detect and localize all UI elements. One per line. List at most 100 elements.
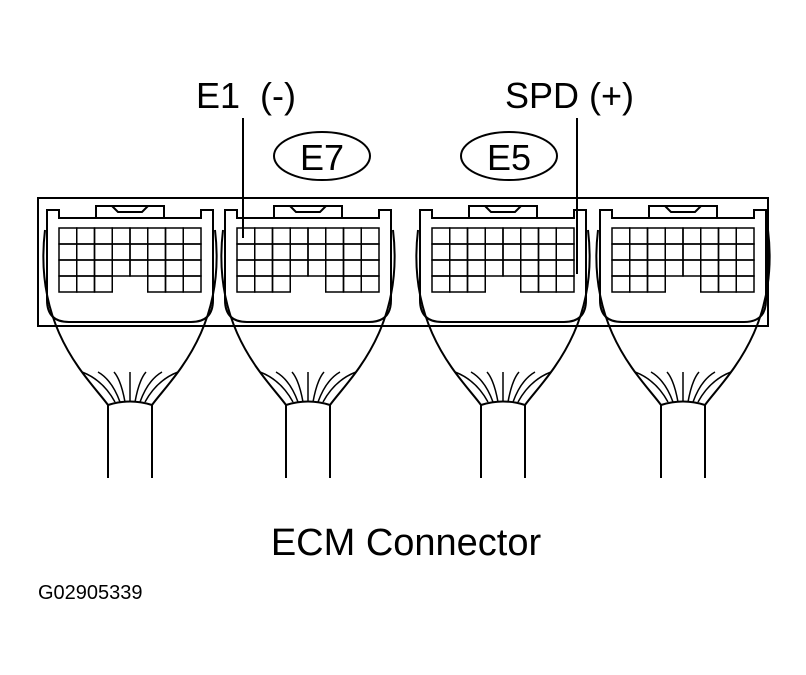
connector-e5-wire-strand bbox=[454, 371, 489, 403]
connector-1-pin bbox=[129, 243, 149, 261]
connector-1-cable bbox=[107, 400, 153, 478]
connector-e7-pin bbox=[307, 227, 327, 245]
connector-e5-pin bbox=[502, 243, 522, 261]
connector-e7-pin bbox=[289, 259, 309, 277]
connector-1-wire-strand bbox=[97, 371, 121, 403]
connector-e7-pin bbox=[360, 243, 380, 261]
connector-e5-wire-strand bbox=[486, 371, 499, 403]
connector-e5-wire-strand bbox=[517, 371, 552, 403]
connector-4-pin bbox=[646, 259, 666, 277]
connector-e7-pin bbox=[360, 259, 380, 277]
connector-4-pin bbox=[664, 227, 684, 245]
connector-e5-pin bbox=[555, 275, 575, 293]
connector-e5-pin bbox=[520, 243, 540, 261]
connector-4-pin bbox=[646, 227, 666, 245]
connector-4-pin bbox=[682, 227, 702, 245]
connector-e5-plug bbox=[419, 209, 587, 323]
connector-e7-wire-strand bbox=[312, 371, 325, 403]
connector-1-pin bbox=[147, 243, 167, 261]
connector-1-pin bbox=[164, 227, 184, 245]
connector-4-pin bbox=[700, 275, 720, 293]
e7-label: E7 bbox=[300, 137, 344, 178]
connector-4-pin bbox=[611, 243, 631, 261]
connector-4-pin bbox=[629, 243, 649, 261]
connector-e7-pin bbox=[236, 243, 256, 261]
connector-1-pin bbox=[58, 243, 78, 261]
connector-e7-pin bbox=[271, 259, 291, 277]
e7-oval bbox=[273, 131, 371, 181]
connector-e5-pin bbox=[431, 243, 451, 261]
connector-e5-pin bbox=[520, 227, 540, 245]
connector-e5-pin bbox=[537, 275, 557, 293]
connector-e5-pin bbox=[431, 275, 451, 293]
connector-e5-harness bbox=[415, 229, 591, 406]
connector-4-pin bbox=[700, 227, 720, 245]
connector-1-pin bbox=[93, 259, 113, 277]
connector-4-pin bbox=[646, 275, 666, 293]
connector-e7-pin bbox=[325, 227, 345, 245]
connector-1-wire-strand bbox=[144, 371, 179, 403]
connector-4-pin bbox=[682, 243, 702, 261]
connector-4-pin bbox=[735, 275, 755, 293]
connector-e5-wire-strand bbox=[512, 371, 536, 403]
connector-4-wire-strand bbox=[666, 371, 679, 403]
connector-e7-pin bbox=[236, 259, 256, 277]
connector-e5-pin bbox=[449, 259, 469, 277]
connector-4-pin bbox=[735, 243, 755, 261]
connector-4-pin bbox=[700, 259, 720, 277]
connector-e5-pin bbox=[466, 259, 486, 277]
connector-e7-pin bbox=[289, 243, 309, 261]
connector-1-pin bbox=[182, 227, 202, 245]
e5-label: E5 bbox=[487, 137, 531, 178]
connector-e7-pin bbox=[342, 227, 362, 245]
connector-e5-wire-strand bbox=[470, 371, 494, 403]
connector-e5-wire-strand bbox=[507, 371, 520, 403]
connector-e7-pin bbox=[236, 227, 256, 245]
connector-4-wire-strand bbox=[687, 371, 700, 403]
connector-1-pin bbox=[93, 227, 113, 245]
connector-e5-pin bbox=[466, 243, 486, 261]
connector-1-pin bbox=[93, 243, 113, 261]
connector-4-pin bbox=[735, 227, 755, 245]
connector-4-harness bbox=[595, 229, 771, 406]
connector-4-pin bbox=[664, 243, 684, 261]
figure-id: G02905339 bbox=[38, 582, 143, 604]
connector-1-harness bbox=[42, 229, 218, 406]
ecm-housing bbox=[37, 197, 769, 327]
connector-1-pin bbox=[58, 275, 78, 293]
connector-1-pin bbox=[111, 227, 131, 245]
connector-e7-harness bbox=[220, 229, 396, 406]
connector-e7-pin bbox=[289, 227, 309, 245]
connector-1-pin bbox=[76, 243, 96, 261]
connector-1-pin bbox=[58, 227, 78, 245]
connector-4-pin bbox=[611, 227, 631, 245]
connector-e7-wire-strand bbox=[275, 371, 299, 403]
connector-e7-wire-strand bbox=[291, 371, 304, 403]
connector-e5-pin bbox=[466, 227, 486, 245]
connector-e7-plug bbox=[224, 209, 392, 323]
connector-e7-pin bbox=[271, 243, 291, 261]
connector-e5-pin bbox=[466, 275, 486, 293]
connector-4-pin bbox=[717, 227, 737, 245]
connector-e7-pin bbox=[307, 259, 327, 277]
connector-4-wire-strand bbox=[697, 371, 732, 403]
connector-e7-pin bbox=[360, 275, 380, 293]
connector-1-pin bbox=[129, 259, 149, 277]
connector-e5-pin bbox=[449, 243, 469, 261]
e5-oval bbox=[460, 131, 558, 181]
connector-1-wire-strand bbox=[81, 371, 116, 403]
connector-e5-pin bbox=[520, 259, 540, 277]
caption: ECM Connector bbox=[271, 522, 542, 564]
connector-4-cable bbox=[660, 400, 706, 478]
connector-e5-pin bbox=[431, 227, 451, 245]
e1-label: E1 (-) bbox=[196, 75, 296, 116]
connector-e5-pin bbox=[537, 243, 557, 261]
connector-1-pin bbox=[182, 259, 202, 277]
connector-4-pin bbox=[682, 259, 702, 277]
connector-1-pin bbox=[147, 227, 167, 245]
connector-4-pin bbox=[717, 275, 737, 293]
connector-e7-pin bbox=[342, 243, 362, 261]
connector-e5-pin bbox=[484, 243, 504, 261]
